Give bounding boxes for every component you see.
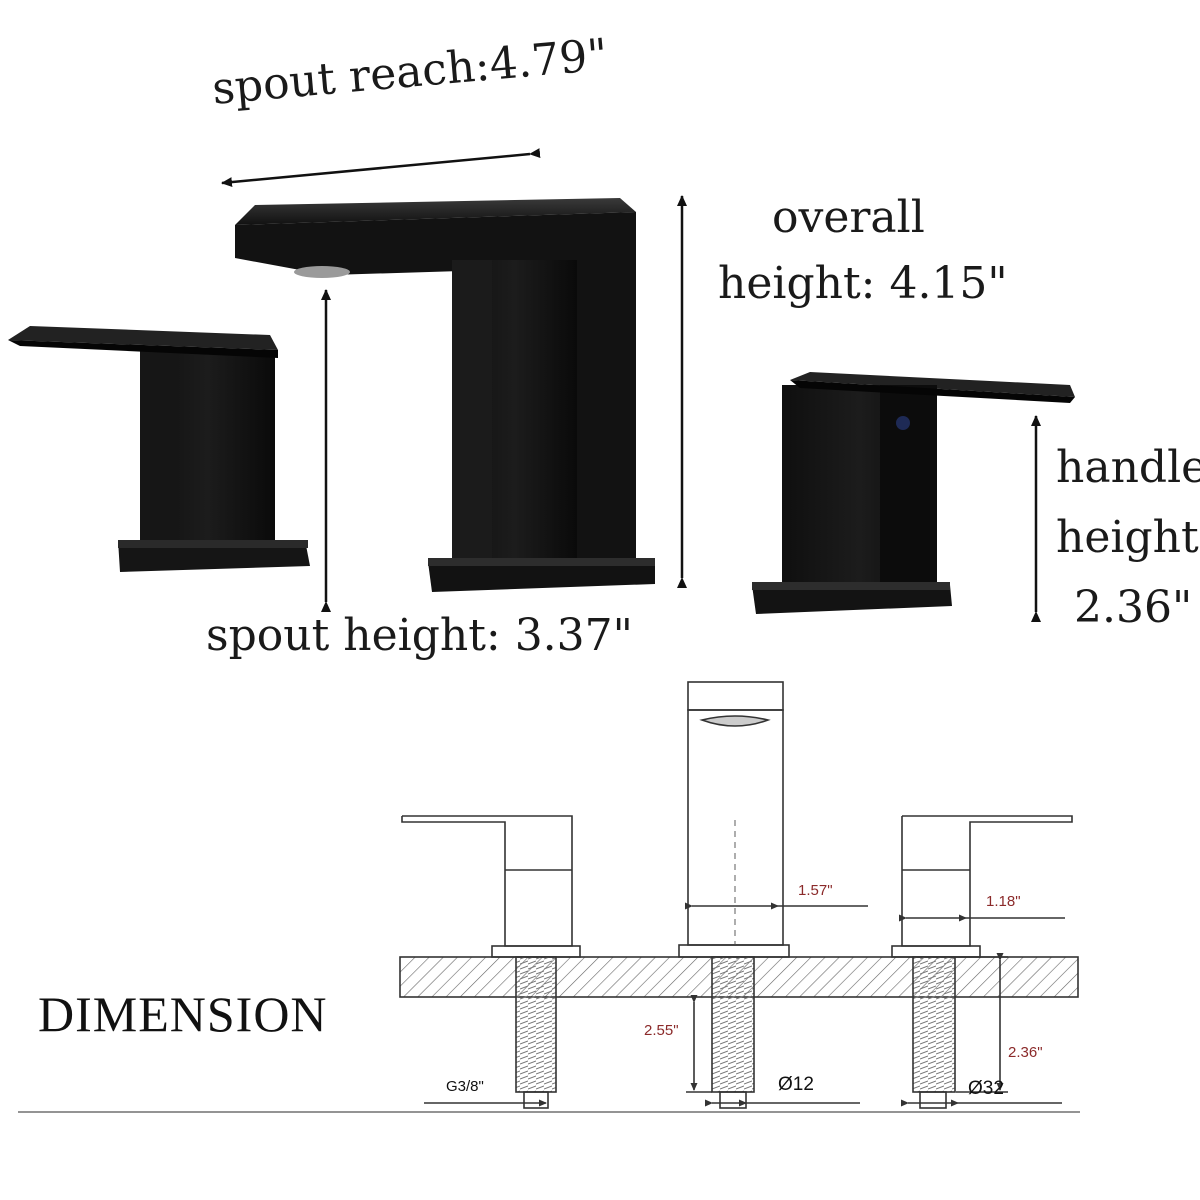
spout bbox=[235, 198, 655, 592]
tech-spout-shank bbox=[711, 956, 755, 1093]
base-diameter-label: Ø32 bbox=[968, 1078, 1004, 1099]
tech-left-handle bbox=[401, 815, 581, 958]
handle-height-label-line3: 2.36" bbox=[1074, 582, 1193, 633]
handle-height-label-line1: handle bbox=[1056, 442, 1200, 493]
hole-diameter-label: Ø12 bbox=[778, 1074, 814, 1095]
overall-height-label-line2: height: 4.15" bbox=[718, 258, 1008, 309]
tech-right-handle bbox=[891, 815, 1073, 958]
spout-width-label: 1.57" bbox=[798, 882, 833, 899]
right-shank-length-label: 2.36" bbox=[1008, 1044, 1043, 1061]
spout-reach-arrow bbox=[221, 148, 541, 188]
right-handle bbox=[752, 372, 1075, 614]
spout-height-label: spout height: 3.37" bbox=[206, 610, 633, 661]
tech-spout bbox=[678, 681, 790, 958]
thread-size-label: G3/8" bbox=[446, 1078, 484, 1095]
technical-drawing bbox=[18, 681, 1080, 1113]
indicator-dot-icon bbox=[896, 416, 910, 430]
handle-height-label-line2: height: bbox=[1056, 512, 1200, 563]
tech-right-shank bbox=[912, 956, 956, 1093]
tech-left-shank bbox=[515, 956, 557, 1093]
dimension-title: DIMENSION bbox=[38, 986, 328, 1042]
handle-width-label: 1.18" bbox=[986, 893, 1021, 910]
left-handle bbox=[8, 326, 310, 572]
left-shank-length-label: 2.55" bbox=[644, 1022, 679, 1039]
overall-height-label-line1: overall bbox=[772, 192, 925, 243]
